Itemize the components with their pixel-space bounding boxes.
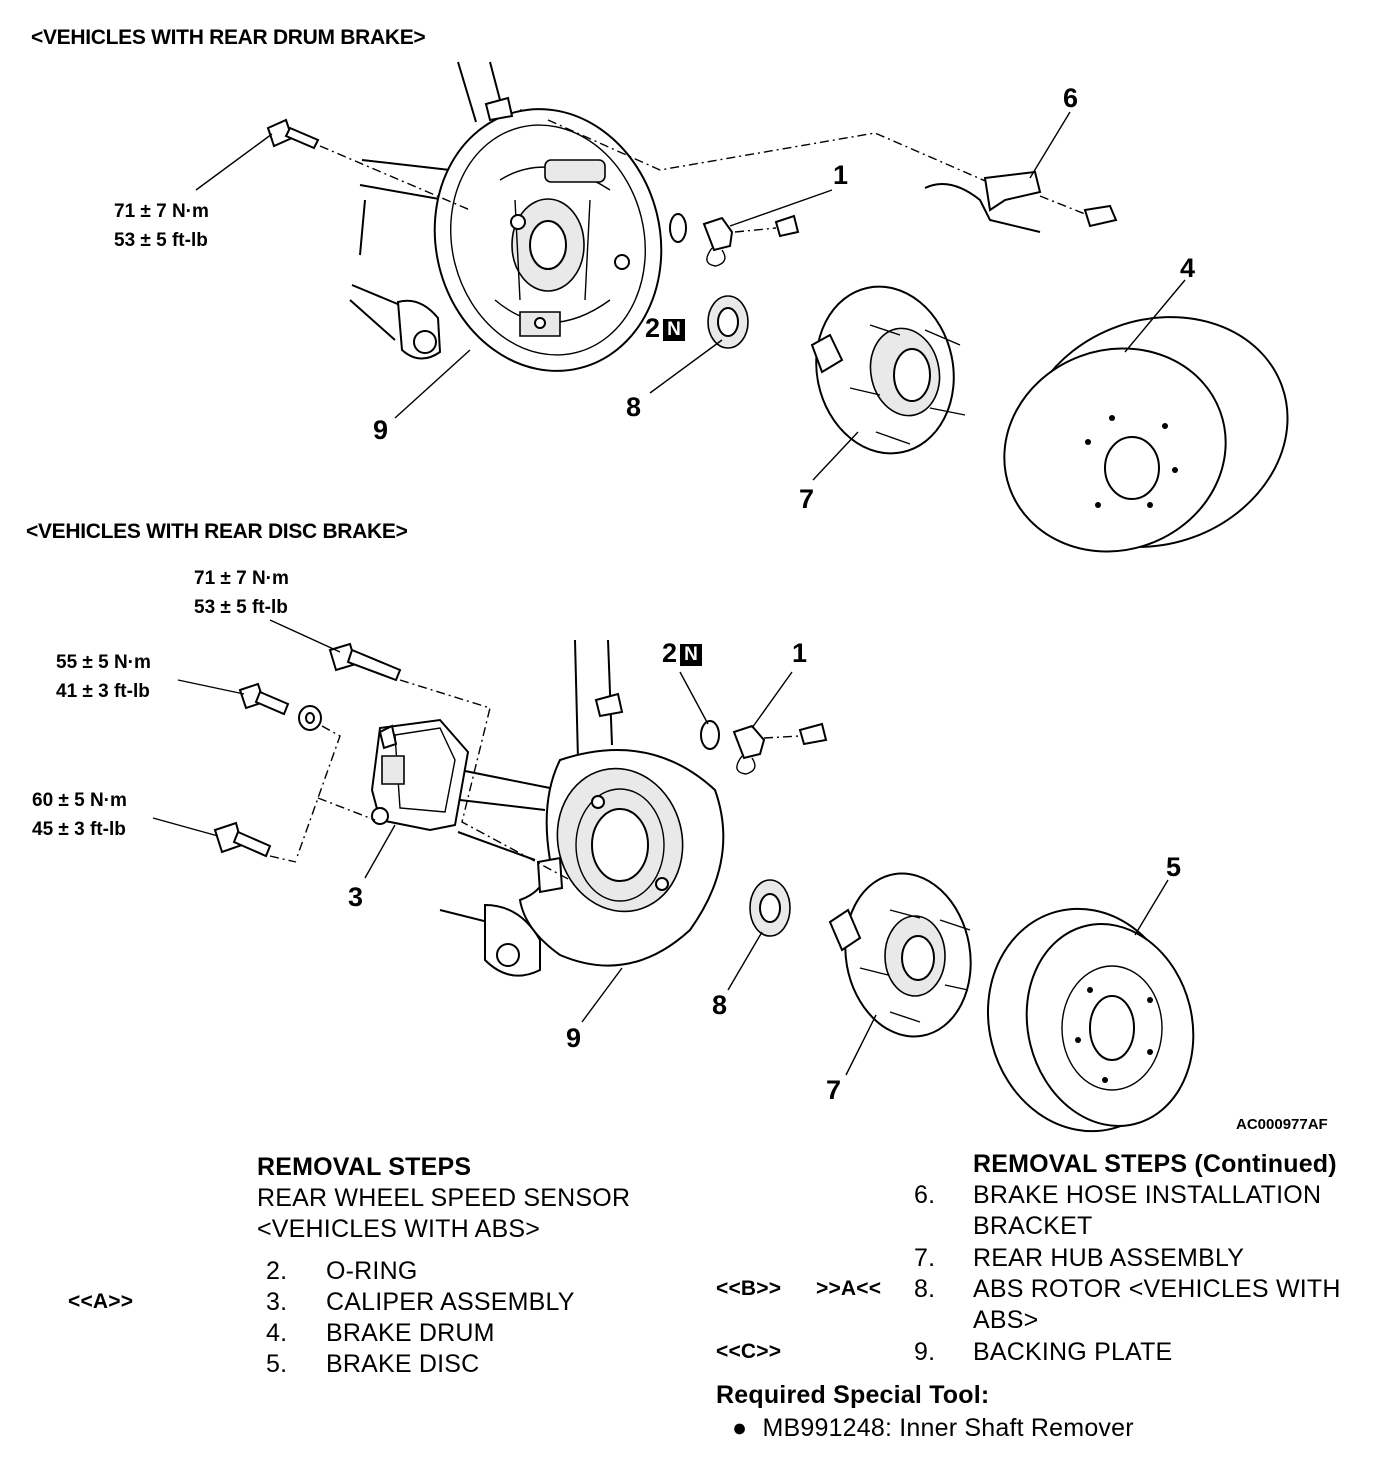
disc-callout-7: 7	[826, 1075, 842, 1105]
special-tool-title: Required Special Tool:	[716, 1381, 990, 1409]
drum-leader-lines	[196, 112, 1185, 480]
drum-axle-arm	[350, 62, 600, 359]
disc-torque-mid-imperial: 41 ± 3 ft-lb	[56, 681, 150, 702]
bullet-icon: ●	[732, 1414, 748, 1442]
drum-callout-9: 9	[373, 415, 389, 445]
disc-hub-assembly	[830, 863, 983, 1046]
disc-torque-low-metric: 60 ± 5 N·m	[32, 790, 127, 811]
special-tool-text: MB991248: Inner Shaft Remover	[762, 1414, 1134, 1442]
step-text: BRAKE DRUM	[326, 1319, 495, 1347]
disc-torque-top-imperial: 53 ± 5 ft-lb	[194, 597, 288, 618]
step-marker-left: <<C>>	[716, 1340, 782, 1363]
disc-backing-plate	[520, 750, 723, 966]
step-marker-left: <<B>>	[716, 1277, 782, 1300]
drum-hub-assembly	[801, 274, 969, 467]
step-number: 7.	[914, 1244, 936, 1272]
drum-hardware	[268, 120, 1116, 348]
drum-new-part-mark: N	[663, 319, 686, 341]
step-text: CALIPER ASSEMBLY	[326, 1288, 575, 1316]
step-number: 6.	[914, 1181, 936, 1209]
removal-steps-sensor: REAR WHEEL SPEED SENSOR	[257, 1184, 631, 1212]
disc-caliper	[372, 720, 468, 830]
disc-callout-8: 8	[712, 990, 728, 1020]
disc-torque-spec-low: 60 ± 5 N·m 45 ± 3 ft-lb	[32, 786, 127, 844]
list-item: <<A>> 3. CALIPER ASSEMBLY	[0, 1288, 574, 1319]
brake-disc	[965, 888, 1214, 1152]
step-text: ABS ROTOR <VEHICLES WITH	[973, 1275, 1341, 1303]
disc-torque-mid-metric: 55 ± 5 N·m	[56, 652, 151, 673]
drum-callout-7: 7	[799, 484, 815, 514]
list-item: 5. BRAKE DISC	[0, 1350, 479, 1381]
removal-steps-sensor-note: <VEHICLES WITH ABS>	[257, 1215, 541, 1243]
disc-torque-spec-mid: 55 ± 5 N·m 41 ± 3 ft-lb	[56, 648, 151, 706]
disc-callout-2-number: 2	[662, 638, 678, 668]
step-number: 2.	[266, 1257, 288, 1285]
step-text: BRAKE DISC	[326, 1350, 480, 1378]
step-text-continued: ABS>	[973, 1306, 1039, 1334]
disc-callout-1: 1	[792, 638, 808, 668]
drum-callout-2-number: 2	[645, 313, 661, 343]
disc-callout-9: 9	[566, 1023, 582, 1053]
removal-steps-title: REMOVAL STEPS	[257, 1153, 472, 1181]
step-text-continued: BRACKET	[973, 1212, 1093, 1240]
drum-torque-spec: 71 ± 7 N·m 53 ± 5 ft-lb	[114, 197, 209, 255]
step-text: O-RING	[326, 1257, 418, 1285]
brake-drum	[976, 281, 1321, 584]
step-text: BACKING PLATE	[973, 1338, 1173, 1366]
drum-brake-section-title: <VEHICLES WITH REAR DRUM BRAKE>	[31, 26, 426, 49]
disc-leader-lines	[153, 620, 1168, 1075]
disc-new-part-mark: N	[680, 644, 703, 666]
step-marker-right: >>A<<	[816, 1277, 882, 1300]
step-text: BRAKE HOSE INSTALLATION	[973, 1181, 1322, 1209]
list-item: 2. O-RING	[0, 1257, 417, 1288]
list-item: 4. BRAKE DRUM	[0, 1319, 494, 1350]
disc-callout-5: 5	[1166, 852, 1182, 882]
disc-hardware	[215, 644, 826, 936]
step-number: 5.	[266, 1350, 288, 1378]
step-text: REAR HUB ASSEMBLY	[973, 1244, 1245, 1272]
disc-brake-section-title: <VEHICLES WITH REAR DISC BRAKE>	[26, 520, 408, 543]
disc-callout-3: 3	[348, 882, 364, 912]
drum-torque-metric: 71 ± 7 N·m	[114, 201, 209, 222]
figure-code: AC000977AF	[1236, 1116, 1328, 1133]
disc-axle-arm	[440, 640, 622, 976]
drum-callout-6: 6	[1063, 83, 1079, 113]
step-number: 9.	[914, 1338, 936, 1366]
drum-backing-plate	[407, 85, 688, 395]
disc-torque-low-imperial: 45 ± 3 ft-lb	[32, 819, 126, 840]
drum-callout-1: 1	[833, 160, 849, 190]
drum-callout-4: 4	[1180, 253, 1196, 283]
drum-callout-8: 8	[626, 392, 642, 422]
step-number: 8.	[914, 1275, 936, 1303]
special-tool-item: ● MB991248: Inner Shaft Remover	[732, 1414, 1134, 1443]
step-number: 4.	[266, 1319, 288, 1347]
disc-torque-top-metric: 71 ± 7 N·m	[194, 568, 289, 589]
step-number: 3.	[266, 1288, 288, 1316]
removal-steps-continued-title: REMOVAL STEPS (Continued)	[973, 1150, 1337, 1178]
drum-torque-imperial: 53 ± 5 ft-lb	[114, 230, 208, 251]
disc-torque-spec-top: 71 ± 7 N·m 53 ± 5 ft-lb	[194, 564, 289, 622]
step-marker: <<A>>	[68, 1290, 134, 1313]
